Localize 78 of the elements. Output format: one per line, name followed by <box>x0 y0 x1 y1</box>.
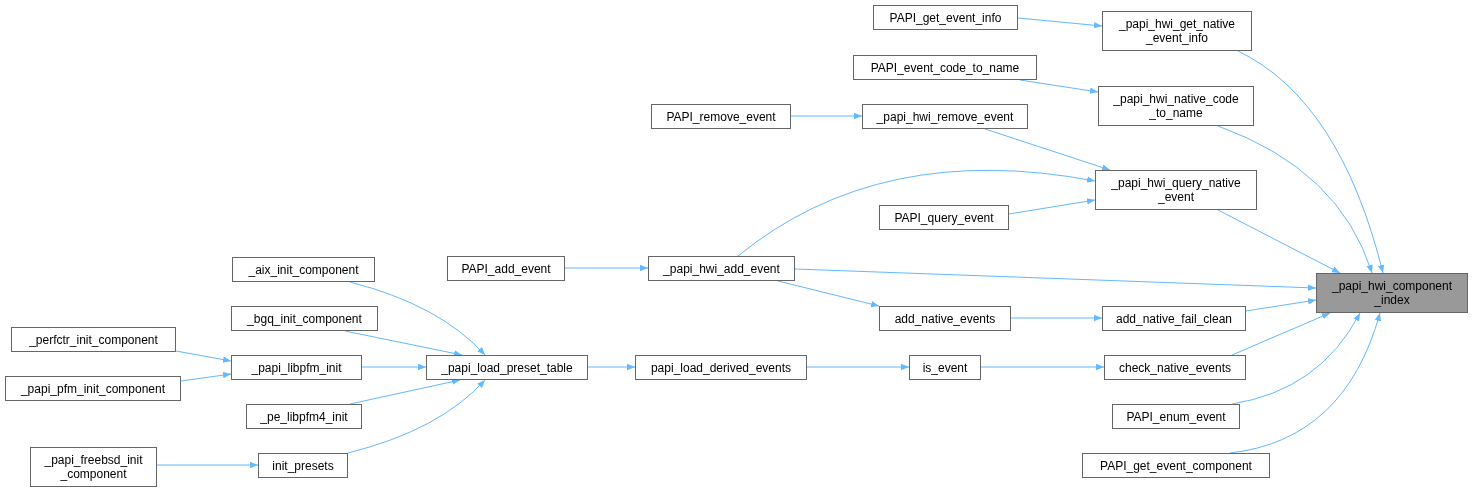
function-name: PAPI_query_event <box>894 210 994 225</box>
arrow <box>794 268 1317 291</box>
function-name: add_native_fail_clean <box>1115 311 1233 326</box>
arrow <box>777 280 880 308</box>
function-name: _papi_freebsd_init _component <box>43 453 144 481</box>
function-box <box>231 306 378 331</box>
function-name: _papi_hwi_query_native _event <box>1110 176 1242 204</box>
function-box <box>873 5 1018 30</box>
function-box <box>11 327 176 352</box>
function-box <box>1102 11 1252 51</box>
arrow <box>587 363 636 371</box>
function-box <box>862 104 1028 129</box>
function-box <box>853 55 1037 80</box>
function-box <box>1102 306 1246 331</box>
arrow <box>1231 312 1331 356</box>
arrow <box>984 128 1111 171</box>
function-box <box>1095 170 1257 210</box>
function-name: is_event <box>922 360 968 375</box>
function-box <box>1104 355 1246 380</box>
function-name: _bgq_init_component <box>247 311 362 326</box>
arrow <box>737 169 1096 257</box>
function-name: _aix_init_component <box>248 262 359 277</box>
arrow <box>1237 50 1384 274</box>
function-name: _papi_hwi_remove_event <box>876 109 1014 124</box>
arrow <box>349 281 486 356</box>
function-box <box>426 355 588 380</box>
arrow <box>1217 209 1341 274</box>
function-box <box>1112 404 1240 429</box>
arrow <box>361 363 427 371</box>
function-box <box>447 256 565 281</box>
function-name: PAPI_enum_event <box>1126 409 1226 424</box>
function-box <box>232 257 375 282</box>
function-box <box>648 256 795 281</box>
function-name: _papi_hwi_native_code _to_name <box>1112 92 1240 120</box>
arrow <box>1017 17 1103 29</box>
function-name: PAPI_remove_event <box>666 109 776 124</box>
function-name: add_native_events <box>894 311 996 326</box>
arrow <box>347 379 486 454</box>
function-name: _papi_libpfm_init <box>251 360 342 375</box>
arrow <box>180 371 232 382</box>
function-name: _papi_pfm_init_component <box>20 381 166 396</box>
arrow <box>790 112 863 120</box>
function-name: _papi_hwi_component _index <box>1330 279 1454 307</box>
arrow <box>1008 198 1096 215</box>
function-name: init_presets <box>272 458 334 473</box>
arrow <box>175 350 232 363</box>
function-name: _papi_hwi_get_native _event_info <box>1117 17 1237 45</box>
arrow <box>349 378 461 405</box>
arrow <box>980 363 1105 371</box>
function-name: _perfctr_init_component <box>29 332 158 347</box>
function-name: papi_load_derived_events <box>650 360 792 375</box>
function-box <box>30 447 157 487</box>
arrow <box>1010 314 1103 322</box>
function-box <box>1082 453 1270 478</box>
function-name: PAPI_event_code_to_name <box>870 60 1020 75</box>
function-name: _papi_load_preset_table <box>441 360 573 375</box>
arrow <box>156 461 259 469</box>
function-box <box>246 404 362 429</box>
arrow <box>1217 125 1373 274</box>
function-name: _papi_hwi_add_event <box>663 261 780 276</box>
arrow <box>564 264 649 272</box>
function-name: PAPI_add_event <box>461 261 551 276</box>
function-box <box>1316 273 1468 313</box>
function-box <box>879 306 1011 331</box>
function-box <box>909 355 981 380</box>
function-box <box>1098 86 1254 126</box>
function-box <box>651 104 791 129</box>
function-box <box>635 355 807 380</box>
function-name: check_native_events <box>1118 360 1232 375</box>
arrow <box>806 363 910 371</box>
function-box <box>879 205 1009 230</box>
function-box <box>5 376 181 401</box>
function-box <box>231 355 362 380</box>
arrow <box>1245 298 1317 312</box>
function-name: PAPI_get_event_info <box>889 10 1002 25</box>
function-box <box>258 453 348 478</box>
function-name: PAPI_get_event_component <box>1100 458 1252 473</box>
function-name: _pe_libpfm4_init <box>260 409 348 424</box>
